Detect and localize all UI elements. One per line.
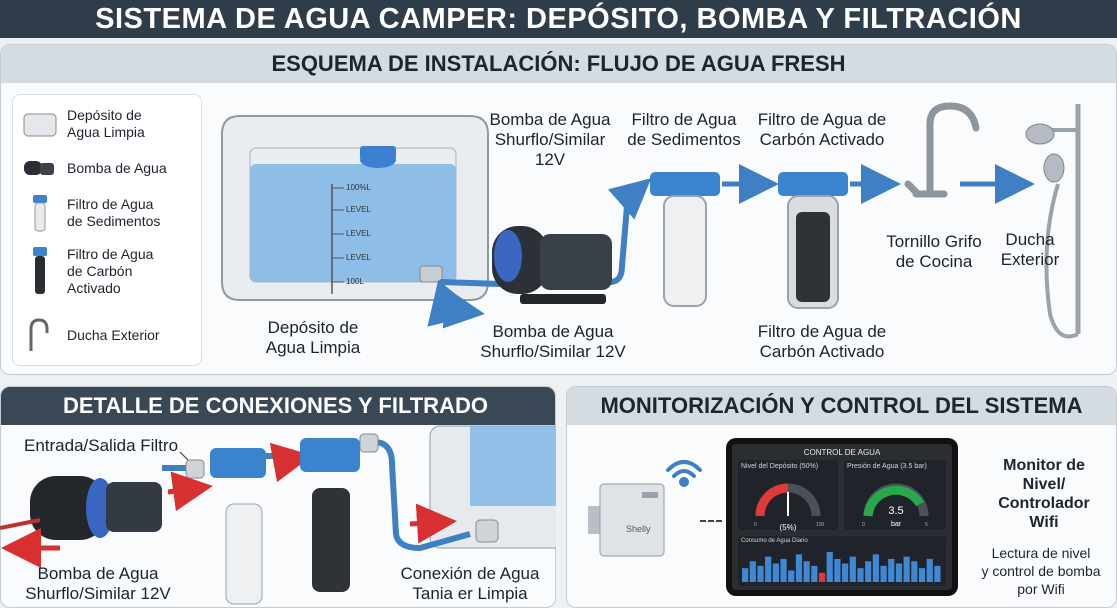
tank-label: Depósito de Agua Limpia [265, 318, 361, 357]
wifi-icon [666, 460, 702, 487]
usage-bar [918, 568, 926, 582]
tank-icon [23, 113, 57, 137]
tank-mark: 100%L [346, 183, 371, 192]
installation-diagram: 100%L LEVEL LEVEL LEVEL 100L [221, 102, 1081, 339]
gauge1-max: 100 [816, 522, 825, 528]
shower-hose-icon [29, 318, 49, 351]
usage-bar [826, 552, 833, 582]
usage-bar [788, 570, 795, 582]
usage-bar [834, 558, 841, 582]
page-title: SISTEMA DE AGUA CAMPER: DEPÓSITO, BOMBA … [0, 0, 1117, 38]
device-brand: Shelly [626, 524, 651, 534]
carbon-filter-icon [33, 247, 47, 294]
usage-chart-card: Consumo de Agua Diario [738, 536, 946, 586]
usage-bar [818, 572, 826, 582]
flow-arrows [608, 164, 1035, 220]
tank-mark: LEVEL [346, 229, 371, 238]
monitoring-heading: MONITORIZACIÓN Y CONTROL DEL SISTEMA [567, 387, 1116, 425]
water-tank: 100%L LEVEL LEVEL LEVEL 100L [221, 115, 489, 301]
usage-bar [811, 565, 818, 582]
usage-bar [895, 563, 903, 582]
legend-item-carbon: Filtro de Agua de Carbón Activado [21, 245, 153, 297]
usage-bar [911, 561, 918, 582]
connections-heading: DETALLE DE CONEXIONES Y FILTRADO [1, 387, 555, 425]
sediment-filter-icon [33, 195, 47, 232]
pump-label-bottom: Bomba de Agua Shurflo/Similar 12V [480, 322, 626, 361]
gauge2-title: Presión de Agua (3.5 bar) [847, 463, 927, 470]
usage-bar [780, 558, 787, 582]
gauge2-min: 0 [862, 522, 865, 528]
legend-item-shower: Ducha Exterior [21, 317, 160, 353]
usage-bar [772, 563, 779, 582]
faucet-label: Tornillo Grifo de Cocina [886, 232, 982, 271]
gauge2-max: 5 [925, 522, 928, 528]
sediment-label: Filtro de Agua de Sedimentos [627, 110, 741, 149]
shower [1025, 104, 1081, 339]
usage-bar [795, 554, 803, 582]
pump [492, 226, 612, 304]
usage-bar [872, 554, 879, 582]
detail-pump-label: Bomba de Agua Shurflo/Similar 12V [25, 564, 171, 603]
gauge-card-pressure: Presión de Agua (3.5 bar) [844, 460, 946, 530]
usage-chart [742, 552, 941, 582]
usage-bar [865, 561, 872, 582]
inlet-label: Entrada/Salida Filtro [24, 436, 179, 455]
tank-mark: LEVEL [346, 205, 371, 214]
pump-label-top: Bomba de Agua Shurflo/Similar 12V [489, 110, 611, 169]
legend-label: Bomba de Agua [67, 159, 167, 176]
app-title: CONTROL DE AGUA [803, 448, 881, 457]
monitor-title: Monitor de Nivel/ Controlador Wifi [998, 457, 1090, 531]
carbon-label-top: Filtro de Agua de Carbón Activado [757, 110, 887, 149]
gauge1-min: 0 [754, 522, 757, 528]
detail-sediment-filter [210, 448, 266, 605]
wifi-controller-device: Shelly [588, 460, 702, 557]
faucet [904, 102, 980, 198]
gauge2-unit: bar [891, 521, 902, 528]
gauges: (5%) 0 100 3.5 bar 0 5 [754, 483, 929, 532]
legend-label: Filtro de Agua de Sedimentos [67, 196, 161, 229]
monitor-desc: Lectura de nivel y control de bomba por … [981, 545, 1101, 597]
shower-label: Ducha Exterior [1000, 230, 1060, 269]
usage-bar [926, 558, 933, 582]
usage-bar [888, 558, 895, 582]
link-dashes [700, 520, 722, 522]
usage-bar [934, 565, 941, 582]
legend-label: Ducha Exterior [67, 326, 160, 343]
connections-diagram [0, 425, 556, 605]
usage-bar [849, 556, 856, 582]
usage-bar [842, 563, 849, 582]
app-screen: CONTROL DE AGUA Nivel del Depósito (50%)… [732, 444, 952, 590]
detail-carbon-filter [300, 438, 360, 592]
carbon-filter [778, 172, 848, 309]
legend-label: Filtro de Agua de Carbón Activado [67, 245, 154, 296]
legend-item-sediment: Filtro de Agua de Sedimentos [21, 193, 160, 233]
usage-bar [880, 565, 887, 582]
installation-heading: ESQUEMA DE INSTALACIÓN: FLUJO DE AGUA FR… [1, 45, 1116, 83]
legend-item-tank: Depósito de Agua Limpia [21, 107, 145, 141]
connection-label: Conexión de Agua Tania er Limpia [400, 564, 540, 603]
legend: Depósito de Agua Limpia Bomba de Agua Fi… [12, 94, 202, 366]
pump-icon [24, 161, 54, 175]
detail-pump [0, 476, 162, 540]
usage-bar [903, 556, 910, 582]
usage-chart-title: Consumo de Agua Diario [741, 538, 808, 544]
sediment-filter [650, 172, 720, 307]
usage-bar [765, 556, 772, 582]
legend-label: Depósito de Agua Limpia [67, 107, 145, 140]
gauge2-value: 3.5 [888, 505, 903, 517]
legend-item-pump: Bomba de Agua [21, 157, 167, 179]
tank-scale: 100%L LEVEL LEVEL LEVEL 100L [332, 183, 371, 286]
usage-bar [803, 561, 810, 582]
tank-mark: 100L [346, 277, 364, 286]
usage-bar [742, 568, 749, 582]
tablet: CONTROL DE AGUA Nivel del Depósito (50%)… [726, 438, 958, 596]
gauge1-title: Nivel del Depósito (50%) [741, 463, 819, 470]
gauge1-value: (5%) [780, 523, 797, 532]
tank-mark: LEVEL [346, 253, 371, 262]
usage-bar [757, 565, 764, 582]
usage-bar [857, 568, 864, 582]
carbon-label-bottom: Filtro de Agua de Carbón Activado [757, 322, 887, 361]
usage-bar [749, 561, 756, 582]
